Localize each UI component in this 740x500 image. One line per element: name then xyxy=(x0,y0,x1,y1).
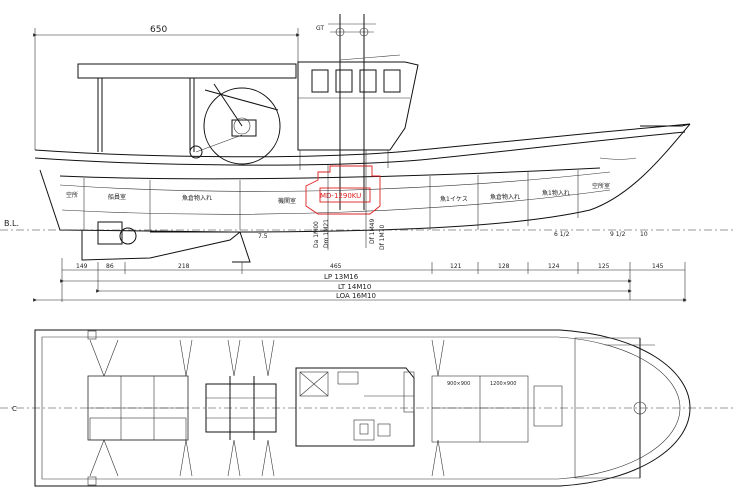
engine-outline: MD-1290KU xyxy=(305,165,381,215)
forward-fish-holds: 900×900 1200×900 xyxy=(431,375,563,443)
draft-markings: Da 1M00 Dm 1M21 Df 1M70 Df 1M49 xyxy=(313,150,386,250)
compartment-label: 魚1物入れ xyxy=(542,189,570,197)
compartment-label: 魚倉物入れ xyxy=(490,193,520,201)
station-label-d: 10 xyxy=(640,231,648,238)
draft-label-fwd: Df 1M70 xyxy=(379,225,386,250)
segment-label: 125 xyxy=(598,263,610,270)
plan-wheelhouse xyxy=(295,367,415,447)
centerline-label: C xyxy=(12,405,17,413)
draft-label-fwd-2: Df 1M49 xyxy=(369,219,376,244)
station-label-b: 6 1/2 xyxy=(554,231,570,238)
mast-tag: GT xyxy=(316,25,324,32)
segment-label: 124 xyxy=(548,263,560,270)
hull-profile xyxy=(34,123,691,233)
lp-label: LP 13M16 xyxy=(324,273,359,281)
wheelhouse xyxy=(297,61,419,170)
lt-label: LT 14M10 xyxy=(338,283,371,291)
line-hauler-winch xyxy=(189,83,281,165)
bulkheads xyxy=(83,170,579,230)
segment-label: 86 xyxy=(106,263,114,270)
segment-dimensions: 149 86 218 465 121 128 124 125 145 xyxy=(61,258,686,302)
compartment-label: 魚1イケス xyxy=(440,195,468,203)
segment-label: 218 xyxy=(178,263,190,270)
side-profile-view: 650 xyxy=(0,14,735,302)
draft-label-mid: Dm 1M21 xyxy=(323,219,330,248)
draft-label-aft: Da 1M00 xyxy=(313,221,320,248)
station-label-c: 9 1/2 xyxy=(610,231,626,238)
station-label-a: 7.5 xyxy=(258,233,268,240)
length-dimensions: LP 13M16 LT 14M10 LOA 16M10 xyxy=(33,273,687,302)
segment-label: 128 xyxy=(498,263,510,270)
plan-hauler-frame xyxy=(205,376,277,440)
engine-model-label: MD-1290KU xyxy=(320,192,361,200)
awning xyxy=(77,63,297,152)
segment-label: 465 xyxy=(330,263,342,270)
compartment-labels: 空所 船員室 魚倉物入れ 機関室 魚1イケス 魚倉物入れ 魚1物入れ 空所室 xyxy=(66,182,610,205)
compartment-label: 空所 xyxy=(66,191,78,199)
baseline: B.L. xyxy=(0,219,735,231)
segment-label: 145 xyxy=(652,263,664,270)
loa-label: LOA 16M10 xyxy=(336,292,376,300)
segment-label: 149 xyxy=(76,263,88,270)
mast: GT xyxy=(316,14,401,210)
keel-and-rudder: 7.5 xyxy=(81,221,268,263)
hatch-label-2: 1200×900 xyxy=(490,381,516,387)
compartment-label: 魚倉物入れ xyxy=(182,194,212,202)
baseline-label: B.L. xyxy=(4,219,19,228)
cabin-length-label: 650 xyxy=(150,25,167,35)
compartment-label: 船員室 xyxy=(108,193,126,201)
aft-fish-holds xyxy=(87,375,189,441)
compartment-label: 機関室 xyxy=(278,197,296,205)
cabin-length-dimension: 650 xyxy=(33,25,300,150)
compartment-label: 空所室 xyxy=(592,182,610,190)
station-ticks: 6 1/2 9 1/2 10 xyxy=(554,231,648,238)
plan-view: C xyxy=(0,329,735,487)
segment-label: 121 xyxy=(450,263,462,270)
hatch-label-1: 900×900 xyxy=(447,381,470,387)
